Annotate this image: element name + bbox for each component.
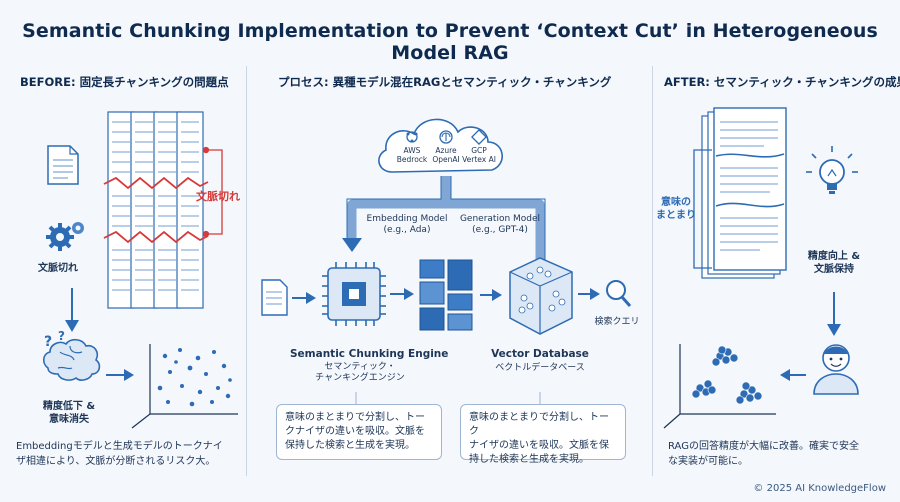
cut-bracket [202, 146, 223, 238]
engine-subtitle-line1: セマンティック・ [324, 362, 396, 372]
generation-model-label: Generation Model (e.g., GPT-4) [452, 214, 548, 236]
process-heading: プロセス: 異種モデル混在RAGとセマンティック・チャンキング [278, 75, 612, 89]
engine-note: 意味のまとまりで分割し、トー クナイザの違いを吸収。文脈を 保持した検索と生成を… [276, 404, 442, 460]
down-arrow-right [827, 292, 841, 336]
semantic-document [701, 107, 787, 279]
cluster-label-line2: まとまり [656, 210, 696, 221]
cloud-aws-label: AWS Bedrock [393, 146, 431, 164]
vector-title: Vector Database [491, 348, 589, 360]
engine-note-line3: 保持した検索と生成を実現。 [285, 440, 415, 451]
brain-label-2: 意味消失 [49, 414, 89, 425]
svg-text:?: ? [44, 334, 52, 350]
embedding-model-line1: Embedding Model [366, 214, 448, 224]
gcp-vertex-icon [471, 129, 487, 145]
brain-label-1: 精度低下 & [42, 401, 96, 412]
cloud-gcp-label: GCP Vertex AI [460, 146, 498, 164]
arrow-engine-to-chunks [390, 288, 414, 300]
gear-icon [46, 222, 84, 251]
cluster-label: 意味の まとまり [656, 196, 696, 222]
scattered-embeddings [131, 344, 238, 429]
lightbulb-icon [806, 146, 858, 194]
aws-bedrock-icon [406, 131, 418, 143]
engine-note-line1: 意味のまとまりで分割し、トー [285, 412, 425, 423]
vector-note: 意味のまとまりで分割し、トーク ナイザの違いを吸収。文脈を保 持した検索と生成を… [460, 404, 626, 465]
gear-label: 文脈切れ [38, 263, 78, 274]
cloud-gcp-line2: Vertex AI [462, 155, 496, 164]
divider-left [246, 66, 247, 476]
context-cut-lines [103, 176, 209, 244]
cloud-azure-line2: OpenAI [432, 155, 460, 164]
generation-model-line2: (e.g., GPT-4) [472, 225, 528, 235]
context-cut-label: 文脈切れ [196, 190, 240, 203]
after-caption-1: RAGの回答精度が大幅に改善。確実で安全 [668, 441, 859, 452]
chip-icon [322, 262, 386, 326]
embedding-model-label: Embedding Model (e.g., Ada) [362, 214, 452, 236]
svg-text:?: ? [58, 329, 65, 343]
after-heading: AFTER: セマンティック・チャンキングの成果 [664, 75, 900, 89]
page-title: Semantic Chunking Implementation to Prev… [22, 20, 878, 64]
semantic-chunk-blocks [419, 259, 473, 331]
fixed-chunk-stack [107, 111, 204, 309]
model-pipes [347, 176, 545, 262]
vector-database-cube [509, 257, 573, 335]
divider-right [652, 66, 653, 476]
cluster-label-line1: 意味の [661, 197, 691, 208]
embedding-arrow-head [342, 238, 362, 252]
cloud-azure-line1: Azure [435, 146, 457, 155]
document-icon [47, 145, 79, 185]
arrow-vector-to-query [578, 288, 600, 300]
search-icon [606, 280, 632, 307]
cloud-azure-label: Azure OpenAI [427, 146, 465, 164]
pipe-outline [346, 176, 546, 262]
azure-openai-icon [439, 130, 453, 144]
brain-icon: ? ? [42, 329, 101, 381]
generation-model-line1: Generation Model [459, 214, 541, 224]
before-heading: BEFORE: 固定長チャンキングの問題点 [20, 75, 229, 89]
vector-subtitle: ベクトルデータベース [495, 363, 585, 373]
cloud-gcp-line1: GCP [471, 146, 487, 155]
engine-title: Semantic Chunking Engine [290, 348, 449, 360]
left-arrow [780, 369, 806, 381]
footer-copyright: © 2025 AI KnowledgeFlow [753, 483, 886, 494]
before-caption-2: ザ相違により、文脈が分断されるリスク大。 [16, 456, 216, 467]
cloud-aws-line1: AWS [403, 146, 421, 155]
query-label: 検索クエリ [594, 317, 640, 327]
arrow-doc-to-engine [292, 292, 316, 304]
before-caption-1: Embeddingモデルと生成モデルのトークナイ [16, 441, 223, 452]
engine-subtitle: セマンティック・ チャンキングエンジン [300, 362, 420, 384]
satisfied-user-icon [813, 344, 859, 395]
engine-subtitle-line2: チャンキングエンジン [315, 373, 405, 383]
arrow-chunks-to-vector [480, 289, 502, 301]
vector-note-line1: 意味のまとまりで分割し、トーク [469, 412, 609, 437]
embedding-model-line2: (e.g., Ada) [383, 225, 431, 235]
cloud-aws-line2: Bedrock [396, 155, 428, 164]
after-caption-2: な実装が可能に。 [668, 456, 748, 467]
input-document-icon [261, 279, 288, 316]
bulb-label-2: 文脈保持 [814, 264, 854, 275]
vector-note-line3: 持した検索と生成を実現。 [469, 454, 589, 465]
bulb-label-1: 精度向上 & [807, 251, 861, 262]
down-arrow [65, 288, 79, 332]
clustered-embeddings [663, 344, 776, 429]
cluster-bracket [693, 149, 712, 269]
vector-note-line2: ナイザの違いを吸収。文脈を保 [469, 440, 609, 451]
right-arrow [106, 369, 134, 381]
engine-note-line2: クナイザの違いを吸収。文脈を [285, 426, 425, 437]
